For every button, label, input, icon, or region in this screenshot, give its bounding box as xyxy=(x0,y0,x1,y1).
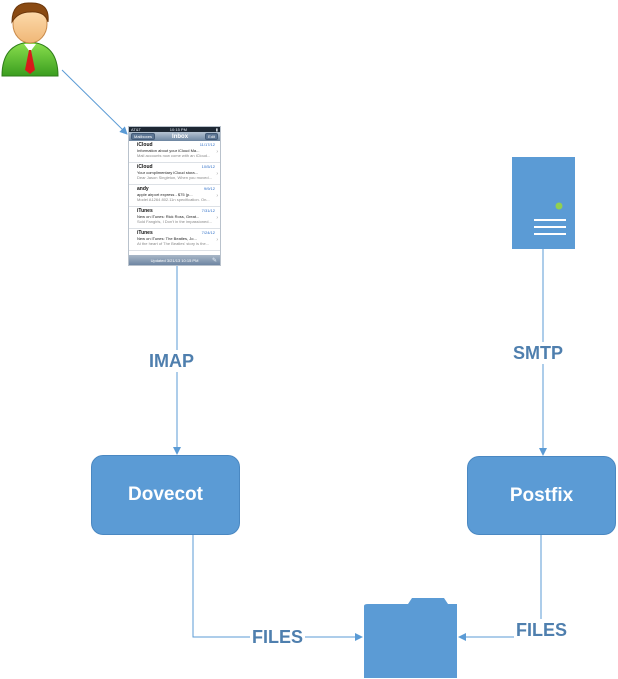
chevron-right-icon: › xyxy=(216,171,218,177)
mailboxes-button[interactable]: Mailboxes xyxy=(131,133,156,140)
phone-toolbar: Updated 3/21/13 10:15 PM ✎ xyxy=(129,255,220,265)
phone-nav-bar: Mailboxes Inbox Edit xyxy=(129,132,220,141)
dovecot-label: Dovecot xyxy=(128,484,203,505)
message-date: 7/24/12 xyxy=(201,230,215,235)
message-date: 11/17/12 xyxy=(199,142,215,147)
message-sender: andy xyxy=(137,186,149,192)
message-date: 7/31/12 xyxy=(201,208,215,213)
message-subject: Your complimentary iCloud stora... xyxy=(137,170,198,175)
battery-icon: ▮ xyxy=(215,127,218,132)
server-icon xyxy=(512,157,575,249)
compose-icon[interactable]: ✎ xyxy=(211,257,217,264)
dovecot-node: Dovecot xyxy=(91,455,240,535)
chevron-right-icon: › xyxy=(216,193,218,199)
postfix-node: Postfix xyxy=(467,456,616,535)
message-subject: New on iTunes: The Beatles, Jo... xyxy=(137,236,197,241)
edit-button[interactable]: Edit xyxy=(205,133,218,140)
message-sender: iCloud xyxy=(137,164,153,170)
postfix-label: Postfix xyxy=(509,484,574,506)
chevron-right-icon: › xyxy=(216,215,218,221)
message-sender: iTunes xyxy=(137,208,153,214)
message-preview: At the heart of The Beatles' story is th… xyxy=(137,241,210,246)
message-row[interactable]: iCloud 10/5/12 Your complimentary iCloud… xyxy=(129,163,220,185)
time-text: 10:15 PM xyxy=(169,127,187,132)
phone-mail-screenshot: AT&T 10:15 PM ▮ Mailboxes Inbox Edit iCl… xyxy=(128,126,221,266)
files-label-right: FILES xyxy=(514,619,570,641)
folder-icon xyxy=(364,598,457,678)
message-date: 9/9/12 xyxy=(203,186,215,191)
smtp-label: SMTP xyxy=(511,342,566,364)
message-preview: Dear Jason Singleton, When you moved... xyxy=(137,175,212,180)
message-row[interactable]: andy 9/9/12 apple airport express - $75 … xyxy=(129,185,220,207)
message-sender: iCloud xyxy=(137,142,153,148)
message-date: 10/5/12 xyxy=(201,164,215,169)
message-subject: apple airport express - $75 (p... xyxy=(137,192,193,197)
edge-user-to-phone xyxy=(61,69,128,135)
chevron-right-icon: › xyxy=(216,237,218,243)
phone-status-bar: AT&T 10:15 PM ▮ xyxy=(129,127,220,132)
message-subject: Information about your iCloud Ma... xyxy=(137,148,200,153)
message-sender: iTunes xyxy=(137,230,153,236)
message-row[interactable]: iTunes 7/31/12 New on iTunes: Rick Ross,… xyxy=(129,207,220,229)
carrier-text: AT&T xyxy=(131,127,141,132)
message-preview: Model A1264 802.11n specification. On... xyxy=(137,197,210,202)
inbox-title: Inbox xyxy=(172,133,189,140)
message-row[interactable]: iCloud 11/17/12 Information about your i… xyxy=(129,141,220,163)
message-preview: Mail accounts now come with an iCloud... xyxy=(137,153,211,158)
user-icon xyxy=(1,2,59,77)
message-preview: Sold Fangirls, I Don't in the impassione… xyxy=(137,219,212,224)
files-label-left: FILES xyxy=(250,626,306,648)
edge-files-left-line xyxy=(192,535,363,641)
message-subject: New on iTunes: Rick Ross, Great... xyxy=(137,214,200,219)
message-row[interactable]: iTunes 7/24/12 New on iTunes: The Beatle… xyxy=(129,229,220,251)
updated-text: Updated 3/21/13 10:15 PM xyxy=(150,257,199,263)
imap-label: IMAP xyxy=(147,350,196,372)
chevron-right-icon: › xyxy=(216,149,218,155)
